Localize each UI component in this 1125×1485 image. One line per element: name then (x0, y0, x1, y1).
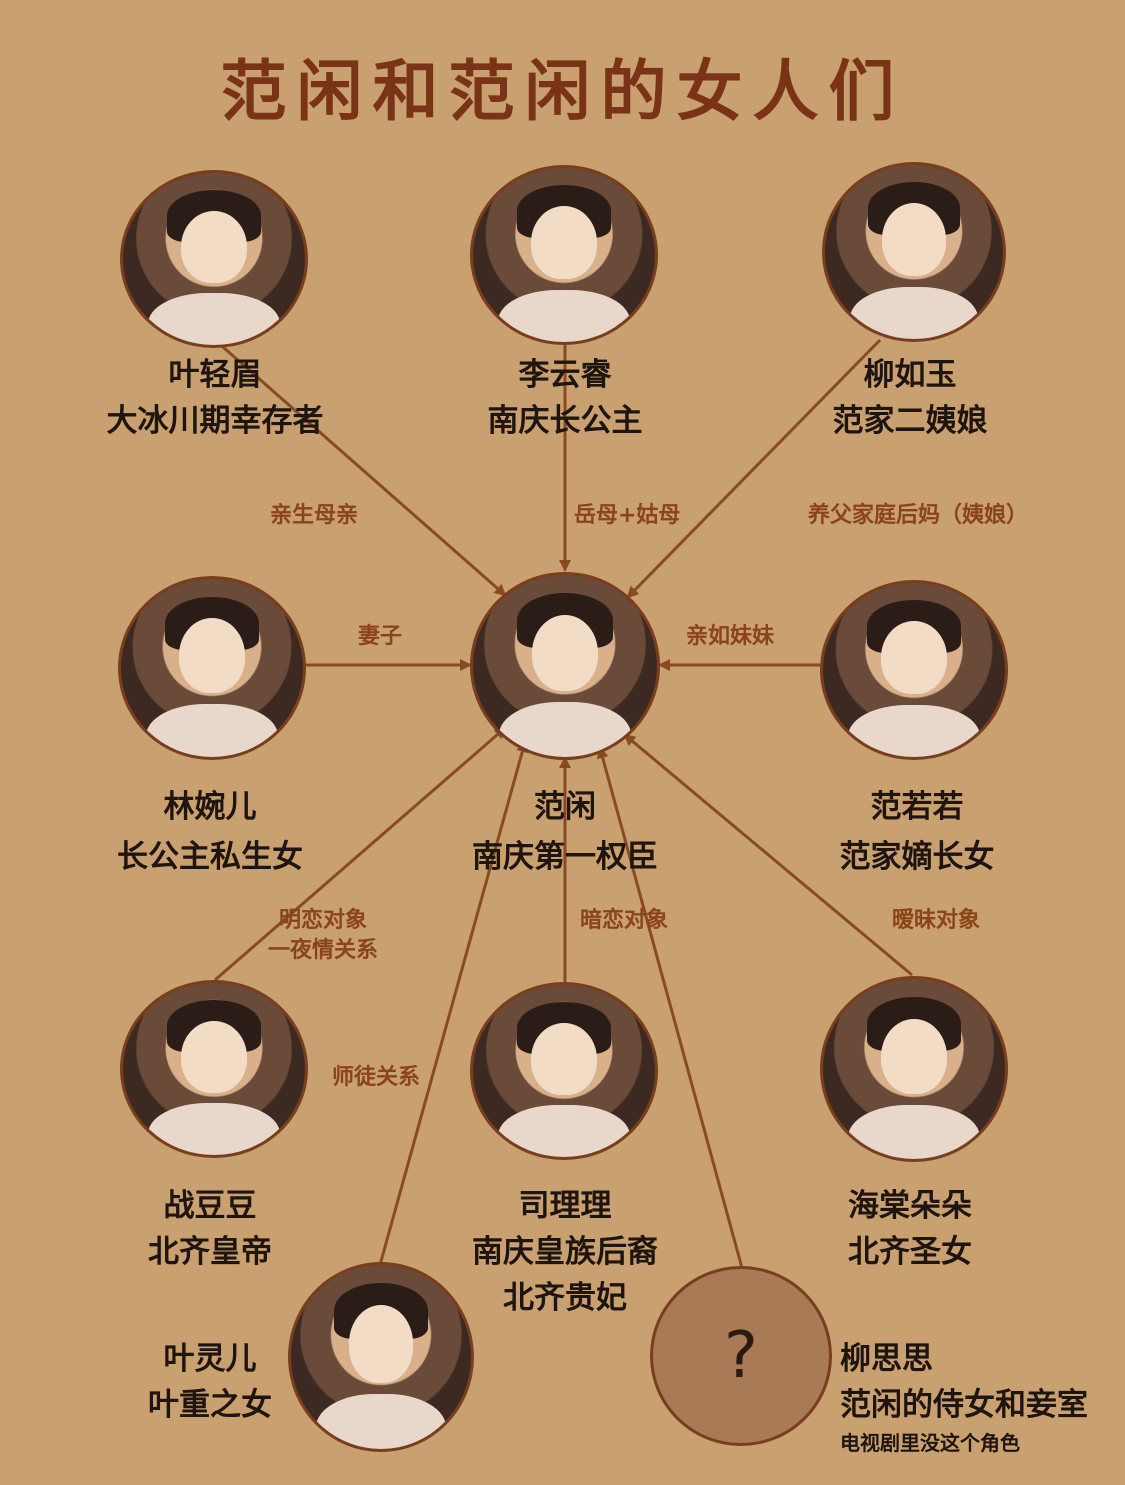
desc-fanxian: 南庆第一权臣 (472, 839, 658, 875)
label-fanruoruo: 范若若 范家嫡长女 (762, 782, 1072, 882)
desc-haitang: 北齐圣女 (848, 1234, 972, 1270)
portrait-yelinger (288, 1262, 474, 1452)
desc-zhandoudou: 北齐皇帝 (148, 1234, 272, 1270)
rel-zhandoudou: 明恋对象 一夜情关系 (268, 906, 378, 966)
portrait-zhandoudou (120, 980, 308, 1158)
rel-liuruyu: 养父家庭后妈（姨娘） (808, 503, 1029, 528)
desc-sili: 南庆皇族后裔 (472, 1234, 658, 1270)
portrait-linwaner (118, 576, 306, 760)
rel-zhandoudou-line1: 明恋对象 (279, 908, 368, 933)
portrait-liyunrui (470, 165, 658, 345)
line-zhandoudou (214, 726, 507, 982)
page-title: 范闲和范闲的女人们 (220, 52, 905, 130)
question-mark-icon: ? (724, 1319, 758, 1393)
desc-liusisi: 范闲的侍女和妾室 (840, 1387, 1088, 1423)
rel-liyunrui: 岳母+姑母 (574, 503, 681, 528)
name-fanxian: 范闲 (534, 789, 596, 825)
name-liuruyu: 柳如玉 (863, 357, 957, 393)
label-zhandoudou: 战豆豆 北齐皇帝 (55, 1183, 365, 1275)
desc-yelinger: 叶重之女 (148, 1387, 272, 1423)
rel-yelinger: 师徒关系 (332, 1065, 421, 1090)
portrait-haitang (820, 976, 1008, 1162)
line-liusisi (596, 746, 744, 1269)
portrait-liuruyu (822, 162, 1006, 342)
label-yeqingmei: 叶轻眉 大冰川期幸存者 (60, 352, 370, 444)
name-liyunrui: 李云睿 (518, 357, 612, 393)
desc2-sili: 北齐贵妃 (503, 1280, 627, 1316)
desc-yeqingmei: 大冰川期幸存者 (106, 403, 324, 439)
name-fanruoruo: 范若若 (870, 789, 964, 825)
label-linwaner: 林婉儿 长公主私生女 (55, 782, 365, 882)
label-sili: 司理理 南庆皇族后裔 北齐贵妃 (410, 1183, 720, 1321)
label-liusisi: 柳思思 范闲的侍女和妾室 电视剧里没这个角色 (840, 1336, 1120, 1458)
name-yeqingmei: 叶轻眉 (168, 357, 262, 393)
portrait-fanxian (470, 572, 660, 760)
portrait-sili (470, 982, 658, 1160)
desc-linwaner: 长公主私生女 (117, 839, 303, 875)
name-linwaner: 林婉儿 (163, 789, 257, 825)
line-haitang (623, 733, 913, 977)
label-liyunrui: 李云睿 南庆长公主 (410, 352, 720, 444)
portrait-fanruoruo (820, 580, 1008, 760)
line-liuruyu (626, 338, 882, 599)
desc-liyunrui: 南庆长公主 (487, 403, 643, 439)
portrait-yeqingmei (120, 170, 308, 348)
name-yelinger: 叶灵儿 (163, 1341, 257, 1377)
rel-fanruoruo: 亲如妹妹 (686, 624, 775, 649)
portrait-liusisi: ? (650, 1266, 832, 1446)
label-yelinger: 叶灵儿 叶重之女 (105, 1336, 315, 1428)
name-liusisi: 柳思思 (840, 1341, 933, 1377)
desc-fanruoruo: 范家嫡长女 (839, 839, 995, 875)
line-yeqingmei (214, 338, 507, 597)
label-haitang: 海棠朵朵 北齐圣女 (755, 1183, 1065, 1275)
label-liuruyu: 柳如玉 范家二姨娘 (755, 352, 1065, 444)
note-liusisi: 电视剧里没这个角色 (840, 1431, 1020, 1455)
label-fanxian: 范闲 南庆第一权臣 (410, 782, 720, 882)
name-zhandoudou: 战豆豆 (163, 1188, 257, 1224)
rel-haitang: 暧昧对象 (892, 908, 981, 933)
desc-liuruyu: 范家二姨娘 (832, 403, 988, 439)
name-sili: 司理理 (518, 1188, 612, 1224)
line-yelinger (378, 740, 529, 1266)
rel-yeqingmei: 亲生母亲 (270, 503, 359, 528)
name-haitang: 海棠朵朵 (848, 1188, 972, 1224)
rel-zhandoudou-line2: 一夜情关系 (268, 938, 379, 963)
rel-sili: 暗恋对象 (580, 908, 669, 933)
rel-linwaner: 妻子 (358, 624, 403, 649)
